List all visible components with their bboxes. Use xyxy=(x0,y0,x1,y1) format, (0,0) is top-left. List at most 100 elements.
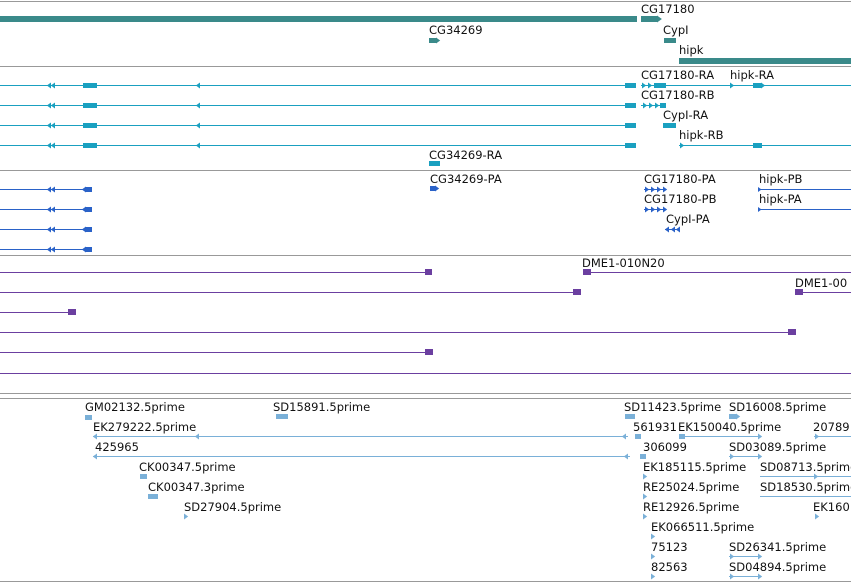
transcript-exon[interactable] xyxy=(50,82,55,89)
est-arrow[interactable] xyxy=(758,433,763,440)
est-arrow[interactable] xyxy=(730,453,735,460)
transcript-exon[interactable] xyxy=(83,123,97,128)
bac-clone-end[interactable] xyxy=(788,329,796,335)
protein-feature[interactable] xyxy=(645,206,650,213)
transcript-exon[interactable] xyxy=(83,83,97,88)
est-feature[interactable] xyxy=(729,414,737,419)
est-arrow[interactable] xyxy=(736,413,741,420)
transcript-exon[interactable] xyxy=(50,102,55,109)
est-feature[interactable] xyxy=(640,454,646,459)
est-arrow[interactable] xyxy=(730,573,735,580)
protein-feature[interactable] xyxy=(663,206,668,213)
transcript-exon[interactable] xyxy=(195,142,200,149)
transcript-exon[interactable] xyxy=(660,103,666,108)
est-arrow[interactable] xyxy=(621,433,626,440)
protein-feature[interactable] xyxy=(85,247,92,252)
protein-feature[interactable] xyxy=(81,226,86,233)
bac-clone-end[interactable] xyxy=(583,269,591,275)
bac-clone-end[interactable] xyxy=(573,289,581,295)
transcript-exon[interactable] xyxy=(663,123,676,128)
est-arrow[interactable] xyxy=(758,453,763,460)
est-arrow[interactable] xyxy=(758,573,763,580)
transcript-exon[interactable] xyxy=(83,143,97,148)
transcript-exon[interactable] xyxy=(83,103,97,108)
transcript-exon[interactable] xyxy=(625,123,636,128)
gene-feature[interactable] xyxy=(641,16,658,22)
protein-feature[interactable] xyxy=(50,226,55,233)
est-arrow[interactable] xyxy=(815,433,820,440)
protein-feature[interactable] xyxy=(85,227,92,232)
transcript-exon[interactable] xyxy=(625,103,636,108)
est-arrow[interactable] xyxy=(643,513,648,520)
gene-feature[interactable] xyxy=(0,16,637,22)
protein-feature[interactable] xyxy=(50,186,55,193)
transcript-exon[interactable] xyxy=(753,83,762,88)
transcript-exon[interactable] xyxy=(46,142,51,149)
protein-feature[interactable] xyxy=(85,187,92,192)
est-arrow[interactable] xyxy=(184,513,189,520)
transcript-exon[interactable] xyxy=(195,122,200,129)
bac-clone-end[interactable] xyxy=(425,269,432,275)
est-arrow[interactable] xyxy=(92,433,97,440)
transcript-exon[interactable] xyxy=(655,102,660,109)
est-arrow[interactable] xyxy=(651,533,656,540)
transcript-exon[interactable] xyxy=(625,143,636,148)
protein-feature[interactable] xyxy=(657,186,662,193)
protein-feature[interactable] xyxy=(670,226,675,233)
protein-feature[interactable] xyxy=(663,186,668,193)
bac-clone-end[interactable] xyxy=(68,309,76,315)
transcript-exon[interactable] xyxy=(648,82,653,89)
protein-feature[interactable] xyxy=(651,206,656,213)
protein-feature[interactable] xyxy=(50,206,55,213)
protein-feature[interactable] xyxy=(46,206,51,213)
gene-arrow[interactable] xyxy=(436,37,441,44)
protein-feature[interactable] xyxy=(675,226,680,233)
protein-feature[interactable] xyxy=(46,186,51,193)
est-arrow[interactable] xyxy=(92,453,97,460)
protein-feature[interactable] xyxy=(81,206,86,213)
transcript-exon[interactable] xyxy=(753,143,762,148)
est-arrow[interactable] xyxy=(814,473,819,480)
est-arrow[interactable] xyxy=(623,453,628,460)
transcript-exon[interactable] xyxy=(50,142,55,149)
transcript-exon[interactable] xyxy=(642,82,647,89)
protein-feature[interactable] xyxy=(758,187,762,192)
gene-feature[interactable] xyxy=(679,58,851,64)
est-arrow[interactable] xyxy=(651,553,656,560)
protein-feature[interactable] xyxy=(85,207,92,212)
gene-arrow[interactable] xyxy=(657,15,662,23)
transcript-exon[interactable] xyxy=(50,122,55,129)
protein-feature[interactable] xyxy=(651,186,656,193)
protein-feature[interactable] xyxy=(430,186,436,191)
est-arrow[interactable] xyxy=(643,493,648,500)
transcript-exon[interactable] xyxy=(46,122,51,129)
transcript-exon[interactable] xyxy=(649,102,654,109)
transcript-exon[interactable] xyxy=(730,82,735,89)
protein-feature[interactable] xyxy=(81,246,86,253)
protein-feature[interactable] xyxy=(46,226,51,233)
protein-feature[interactable] xyxy=(664,226,669,233)
transcript-exon[interactable] xyxy=(195,82,200,89)
est-arrow[interactable] xyxy=(758,553,763,560)
protein-feature[interactable] xyxy=(50,246,55,253)
est-feature[interactable] xyxy=(625,414,635,419)
transcript-exon[interactable] xyxy=(46,82,51,89)
protein-feature[interactable] xyxy=(81,186,86,193)
est-feature[interactable] xyxy=(276,414,288,419)
protein-feature[interactable] xyxy=(46,246,51,253)
bac-clone-end[interactable] xyxy=(425,349,433,355)
transcript-exon[interactable] xyxy=(625,83,636,88)
transcript-exon[interactable] xyxy=(643,102,648,109)
est-arrow[interactable] xyxy=(651,573,656,580)
est-arrow[interactable] xyxy=(643,473,648,480)
transcript-exon[interactable] xyxy=(195,102,200,109)
est-arrow[interactable] xyxy=(815,513,820,520)
est-feature[interactable] xyxy=(148,494,158,499)
est-feature[interactable] xyxy=(140,474,147,479)
transcript-exon[interactable] xyxy=(654,83,666,88)
est-feature[interactable] xyxy=(679,434,685,439)
protein-feature[interactable] xyxy=(435,185,440,192)
transcript-exon[interactable] xyxy=(680,142,685,149)
transcript-exon[interactable] xyxy=(46,102,51,109)
gene-feature[interactable] xyxy=(664,38,676,43)
